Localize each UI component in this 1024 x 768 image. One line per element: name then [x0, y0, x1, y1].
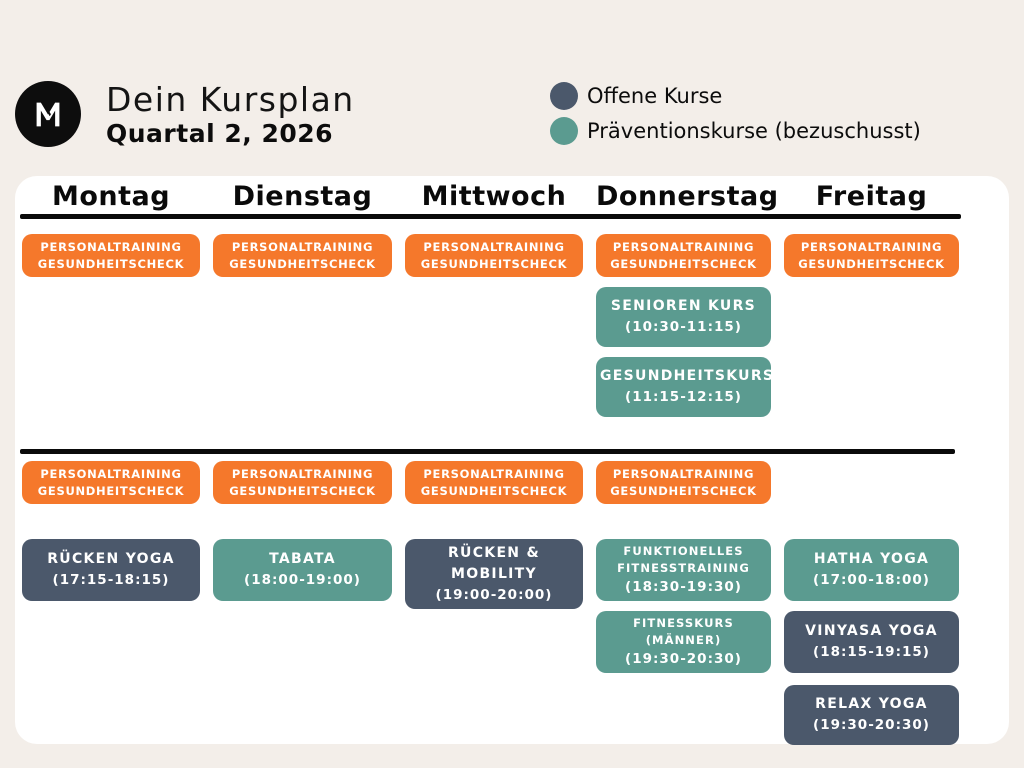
day-header-mittwoch: Mittwoch [421, 181, 567, 212]
badge-line: PERSONALTRAINING [40, 239, 182, 254]
personaltraining-badge: PERSONALTRAINING GESUNDHEITSCHECK [213, 234, 392, 277]
personaltraining-badge: PERSONALTRAINING GESUNDHEITSCHECK [22, 461, 200, 504]
course-title: VINYASA YOGA [805, 623, 938, 640]
badge-line: GESUNDHEITSCHECK [37, 256, 185, 271]
open-courses-dot-icon [550, 82, 578, 110]
evening-col-donnerstag: PERSONALTRAINING GESUNDHEITSCHECK FUNKTI… [596, 461, 771, 673]
badge-line: PERSONALTRAINING [231, 239, 374, 254]
badge-line: PERSONALTRAINING [612, 239, 755, 254]
course-time: (17:15-18:15) [52, 572, 170, 589]
morning-col-donnerstag: PERSONALTRAINING GESUNDHEITSCHECK SENIOR… [596, 234, 775, 417]
course-title: SENIOREN KURS [610, 298, 757, 315]
page-title: Dein Kursplan [106, 80, 355, 119]
morning-col-mittwoch: PERSONALTRAINING GESUNDHEITSCHECK [405, 234, 583, 277]
course-title: RELAX YOGA [815, 696, 928, 713]
prevention-courses-dot-icon [550, 117, 578, 145]
personaltraining-badge: PERSONALTRAINING GESUNDHEITSCHECK [784, 234, 959, 277]
course-time: (18:00-19:00) [244, 572, 361, 589]
course-title: TABATA [269, 551, 336, 568]
personaltraining-badge: PERSONALTRAINING GESUNDHEITSCHECK [405, 461, 583, 504]
badge-line: PERSONALTRAINING [423, 239, 565, 254]
page-subtitle: Quartal 2, 2026 [106, 119, 334, 148]
course-title: RÜCKEN & [447, 545, 541, 561]
morning-col-freitag: PERSONALTRAINING GESUNDHEITSCHECK [784, 234, 959, 277]
course-time: (19:30-20:30) [813, 717, 930, 734]
badge-line: GESUNDHEITSCHECK [37, 483, 185, 498]
badge-line: GESUNDHEITSCHECK [420, 256, 568, 271]
course-title: FUNKTIONELLES [623, 544, 744, 559]
course-time: (11:15-12:15) [625, 389, 742, 406]
course-time: (19:30-20:30) [625, 650, 742, 667]
legend: Offene Kurse Präventionskurse (bezuschus… [550, 82, 921, 145]
course-badge-ruecken-mobility: RÜCKEN & MOBILITY (19:00-20:00) [405, 539, 583, 610]
legend-label-open: Offene Kurse [587, 84, 723, 108]
evening-col-dienstag: PERSONALTRAINING GESUNDHEITSCHECK TABATA… [213, 461, 392, 601]
day-header-dienstag: Dienstag [232, 181, 373, 212]
m-letter-icon [36, 102, 60, 127]
legend-item-open: Offene Kurse [550, 82, 921, 110]
course-badge-fitnesskurs-maenner: FITNESSKURS (MÄNNER) (19:30-20:30) [596, 611, 771, 673]
brand-logo-icon [15, 81, 81, 147]
morning-col-montag: PERSONALTRAINING GESUNDHEITSCHECK [22, 234, 200, 277]
personaltraining-badge: PERSONALTRAINING GESUNDHEITSCHECK [22, 234, 200, 277]
course-time: (18:15-19:15) [813, 644, 930, 661]
day-header-row: Montag Dienstag Mittwoch Donnerstag Frei… [15, 176, 1009, 212]
badge-line: PERSONALTRAINING [231, 466, 374, 481]
empty-slot [784, 461, 959, 504]
course-time: (17:00-18:00) [813, 572, 930, 589]
course-badge-vinyasa-yoga: VINYASA YOGA (18:15-19:15) [784, 611, 959, 673]
course-title: FITNESSTRAINING [617, 560, 750, 575]
section-divider [20, 449, 955, 454]
personaltraining-badge: PERSONALTRAINING GESUNDHEITSCHECK [405, 234, 583, 277]
course-badge-relax-yoga: RELAX YOGA (19:30-20:30) [784, 685, 959, 745]
badge-line: GESUNDHEITSCHECK [229, 483, 376, 498]
personaltraining-badge: PERSONALTRAINING GESUNDHEITSCHECK [596, 234, 771, 277]
badge-line: PERSONALTRAINING [612, 466, 755, 481]
legend-item-prevention: Präventionskurse (bezuschusst) [550, 117, 921, 145]
badge-line: PERSONALTRAINING [800, 239, 943, 254]
badge-line: GESUNDHEITSCHECK [798, 256, 945, 271]
course-time: (19:00-20:00) [435, 587, 553, 603]
badge-line: PERSONALTRAINING [40, 466, 182, 481]
evening-col-mittwoch: PERSONALTRAINING GESUNDHEITSCHECK RÜCKEN… [405, 461, 583, 610]
schedule-card: Montag Dienstag Mittwoch Donnerstag Frei… [15, 176, 1009, 745]
course-badge-tabata: TABATA (18:00-19:00) [213, 539, 392, 601]
morning-section: PERSONALTRAINING GESUNDHEITSCHECK PERSON… [15, 219, 1009, 449]
badge-line: GESUNDHEITSCHECK [229, 256, 376, 271]
course-title: MOBILITY [451, 566, 537, 582]
day-header-freitag: Freitag [815, 181, 928, 212]
badge-line: GESUNDHEITSCHECK [420, 483, 568, 498]
personaltraining-badge: PERSONALTRAINING GESUNDHEITSCHECK [213, 461, 392, 504]
badge-line: PERSONALTRAINING [423, 466, 565, 481]
day-header-donnerstag: Donnerstag [596, 181, 779, 212]
course-title: HATHA YOGA [813, 551, 930, 568]
legend-label-prevention: Präventionskurse (bezuschusst) [587, 119, 921, 143]
morning-col-dienstag: PERSONALTRAINING GESUNDHEITSCHECK [213, 234, 392, 277]
evening-col-montag: PERSONALTRAINING GESUNDHEITSCHECK RÜCKEN… [22, 461, 200, 601]
header-underline [20, 214, 961, 219]
course-badge-gesundheitskurs: GESUNDHEITSKURS (11:15-12:15) [596, 357, 775, 417]
evening-section: PERSONALTRAINING GESUNDHEITSCHECK RÜCKEN… [15, 454, 1009, 745]
course-title: GESUNDHEITSKURS [600, 368, 775, 385]
course-time: (18:30-19:30) [625, 578, 742, 595]
course-badge-senioren-kurs: SENIOREN KURS (10:30-11:15) [596, 287, 771, 347]
course-badge-hatha-yoga: HATHA YOGA (17:00-18:00) [784, 539, 959, 601]
course-badge-ruecken-yoga: RÜCKEN YOGA (17:15-18:15) [22, 539, 200, 601]
course-title: (MÄNNER) [645, 632, 722, 647]
course-badge-funktionelles-fitnesstraining: FUNKTIONELLES FITNESSTRAINING (18:30-19:… [596, 539, 771, 601]
personaltraining-badge: PERSONALTRAINING GESUNDHEITSCHECK [596, 461, 771, 504]
course-time: (10:30-11:15) [625, 319, 742, 336]
badge-line: GESUNDHEITSCHECK [610, 256, 757, 271]
course-title: RÜCKEN YOGA [47, 551, 175, 568]
evening-col-freitag: HATHA YOGA (17:00-18:00) VINYASA YOGA (1… [784, 461, 959, 745]
course-title: FITNESSKURS [633, 616, 734, 631]
badge-line: GESUNDHEITSCHECK [610, 483, 757, 498]
day-header-montag: Montag [51, 181, 171, 212]
